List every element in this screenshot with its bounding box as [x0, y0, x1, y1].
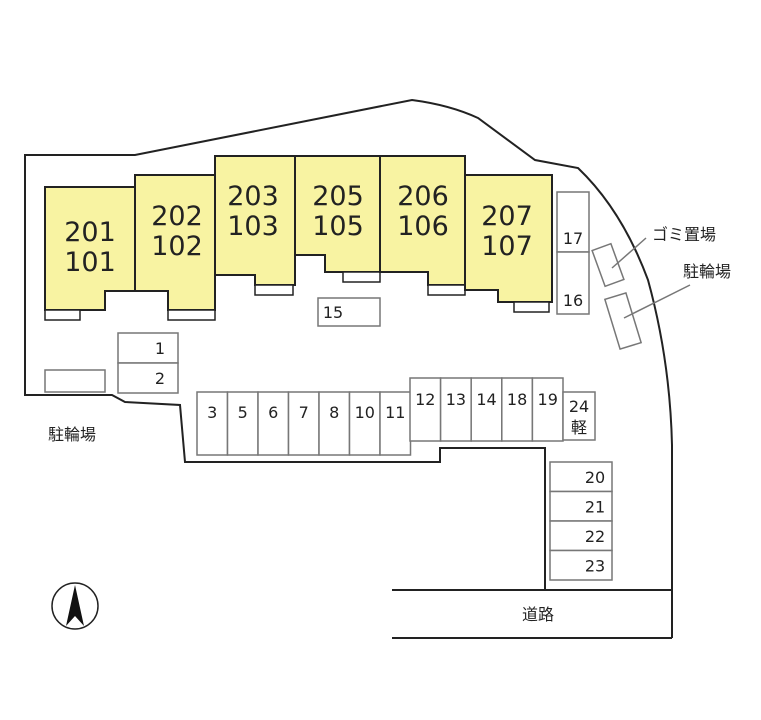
parking-number: 20: [585, 468, 605, 487]
parking-number: 16: [563, 291, 583, 310]
parking-number: 6: [268, 403, 278, 422]
parking-slot-15: 15: [317, 297, 381, 327]
unit-upper-label: 206: [397, 181, 449, 212]
bicycle-parking-label: 駐輪場: [48, 425, 96, 444]
parking-slot-7: 7: [287, 391, 320, 456]
parking-number: 3: [207, 403, 217, 422]
parking-number: 8: [329, 403, 339, 422]
parking-slot-20: 20: [549, 461, 613, 493]
bicycle-parking-left: 駐輪場: [44, 369, 106, 444]
parking-slot-22: 22: [549, 520, 613, 552]
parking-row-upper: 12 13 14 18 19: [409, 377, 564, 442]
garbage-area: ゴミ置場: [591, 225, 716, 288]
unit-upper-label: 202: [151, 201, 203, 232]
unit-lower-label: 106: [397, 211, 449, 242]
parking-slot-21: 21: [549, 490, 613, 522]
parking-slot-14: 14: [470, 377, 503, 442]
parking-number: 2: [155, 369, 165, 388]
parking-left-rows: 1 2: [117, 332, 179, 394]
building-unit-206-106: 206 106: [379, 155, 466, 296]
unit-upper-label: 203: [227, 181, 279, 212]
parking-number: 1: [155, 339, 165, 358]
parking-slot-11: 11: [379, 391, 412, 456]
parking-row-bottom-right: 20 21 22 23: [549, 461, 613, 581]
unit-lower-label: 101: [64, 247, 116, 278]
unit-lower-label: 102: [151, 231, 203, 262]
bicycle-parking-label: 駐輪場: [683, 262, 731, 281]
unit-upper-label: 205: [312, 181, 364, 212]
unit-lower-label: 105: [312, 211, 364, 242]
parking-number: 24: [569, 397, 589, 416]
parking-slot-5: 5: [226, 391, 259, 456]
parking-slot-8: 8: [318, 391, 351, 456]
parking-slot-10: 10: [348, 391, 381, 456]
building-unit-203-103: 203 103: [214, 155, 296, 296]
parking-slot-23: 23: [549, 549, 613, 581]
unit-upper-label: 207: [481, 201, 533, 232]
building-unit-201-101: 201 101: [44, 186, 136, 321]
road: 道路: [392, 589, 673, 639]
parking-slot-3: 3: [196, 391, 229, 456]
parking-number: 11: [385, 403, 405, 422]
unit-lower-label: 107: [481, 231, 533, 262]
parking-number: 7: [299, 403, 309, 422]
parking-number: 17: [563, 229, 583, 248]
parking-number: 18: [507, 390, 527, 409]
parking-number: 19: [538, 390, 558, 409]
kei-mark: 軽: [571, 418, 587, 437]
parking-number: 14: [476, 390, 496, 409]
building-unit-205-105: 205 105: [294, 155, 381, 283]
parking-number: 21: [585, 498, 605, 517]
garbage-label: ゴミ置場: [652, 225, 716, 244]
parking-number: 15: [323, 303, 343, 322]
parking-row-lower: 3 5 6 7 8 10 11: [196, 391, 412, 456]
bicycle-parking-right: 駐輪場: [603, 262, 731, 351]
road-label: 道路: [522, 605, 554, 624]
parking-number: 5: [238, 403, 248, 422]
parking-right-column: 17 16: [556, 191, 590, 315]
parking-slot-12: 12: [409, 377, 442, 442]
unit-lower-label: 103: [227, 211, 279, 242]
parking-slot-13: 13: [439, 377, 472, 442]
building-unit-202-102: 202 102: [134, 174, 216, 321]
parking-slot-19: 19: [531, 377, 564, 442]
parking-number: 23: [585, 557, 605, 576]
parking-slot-18: 18: [501, 377, 534, 442]
parking-number: 12: [415, 390, 435, 409]
parking-number: 13: [446, 390, 466, 409]
parking-number: 10: [355, 403, 375, 422]
unit-upper-label: 201: [64, 217, 116, 248]
north-arrow-icon: [51, 582, 99, 630]
parking-number: 22: [585, 527, 605, 546]
parking-slot-24-kei: 24 軽: [562, 391, 596, 441]
building-unit-207-107: 207 107: [464, 174, 553, 313]
parking-slot-6: 6: [257, 391, 290, 456]
